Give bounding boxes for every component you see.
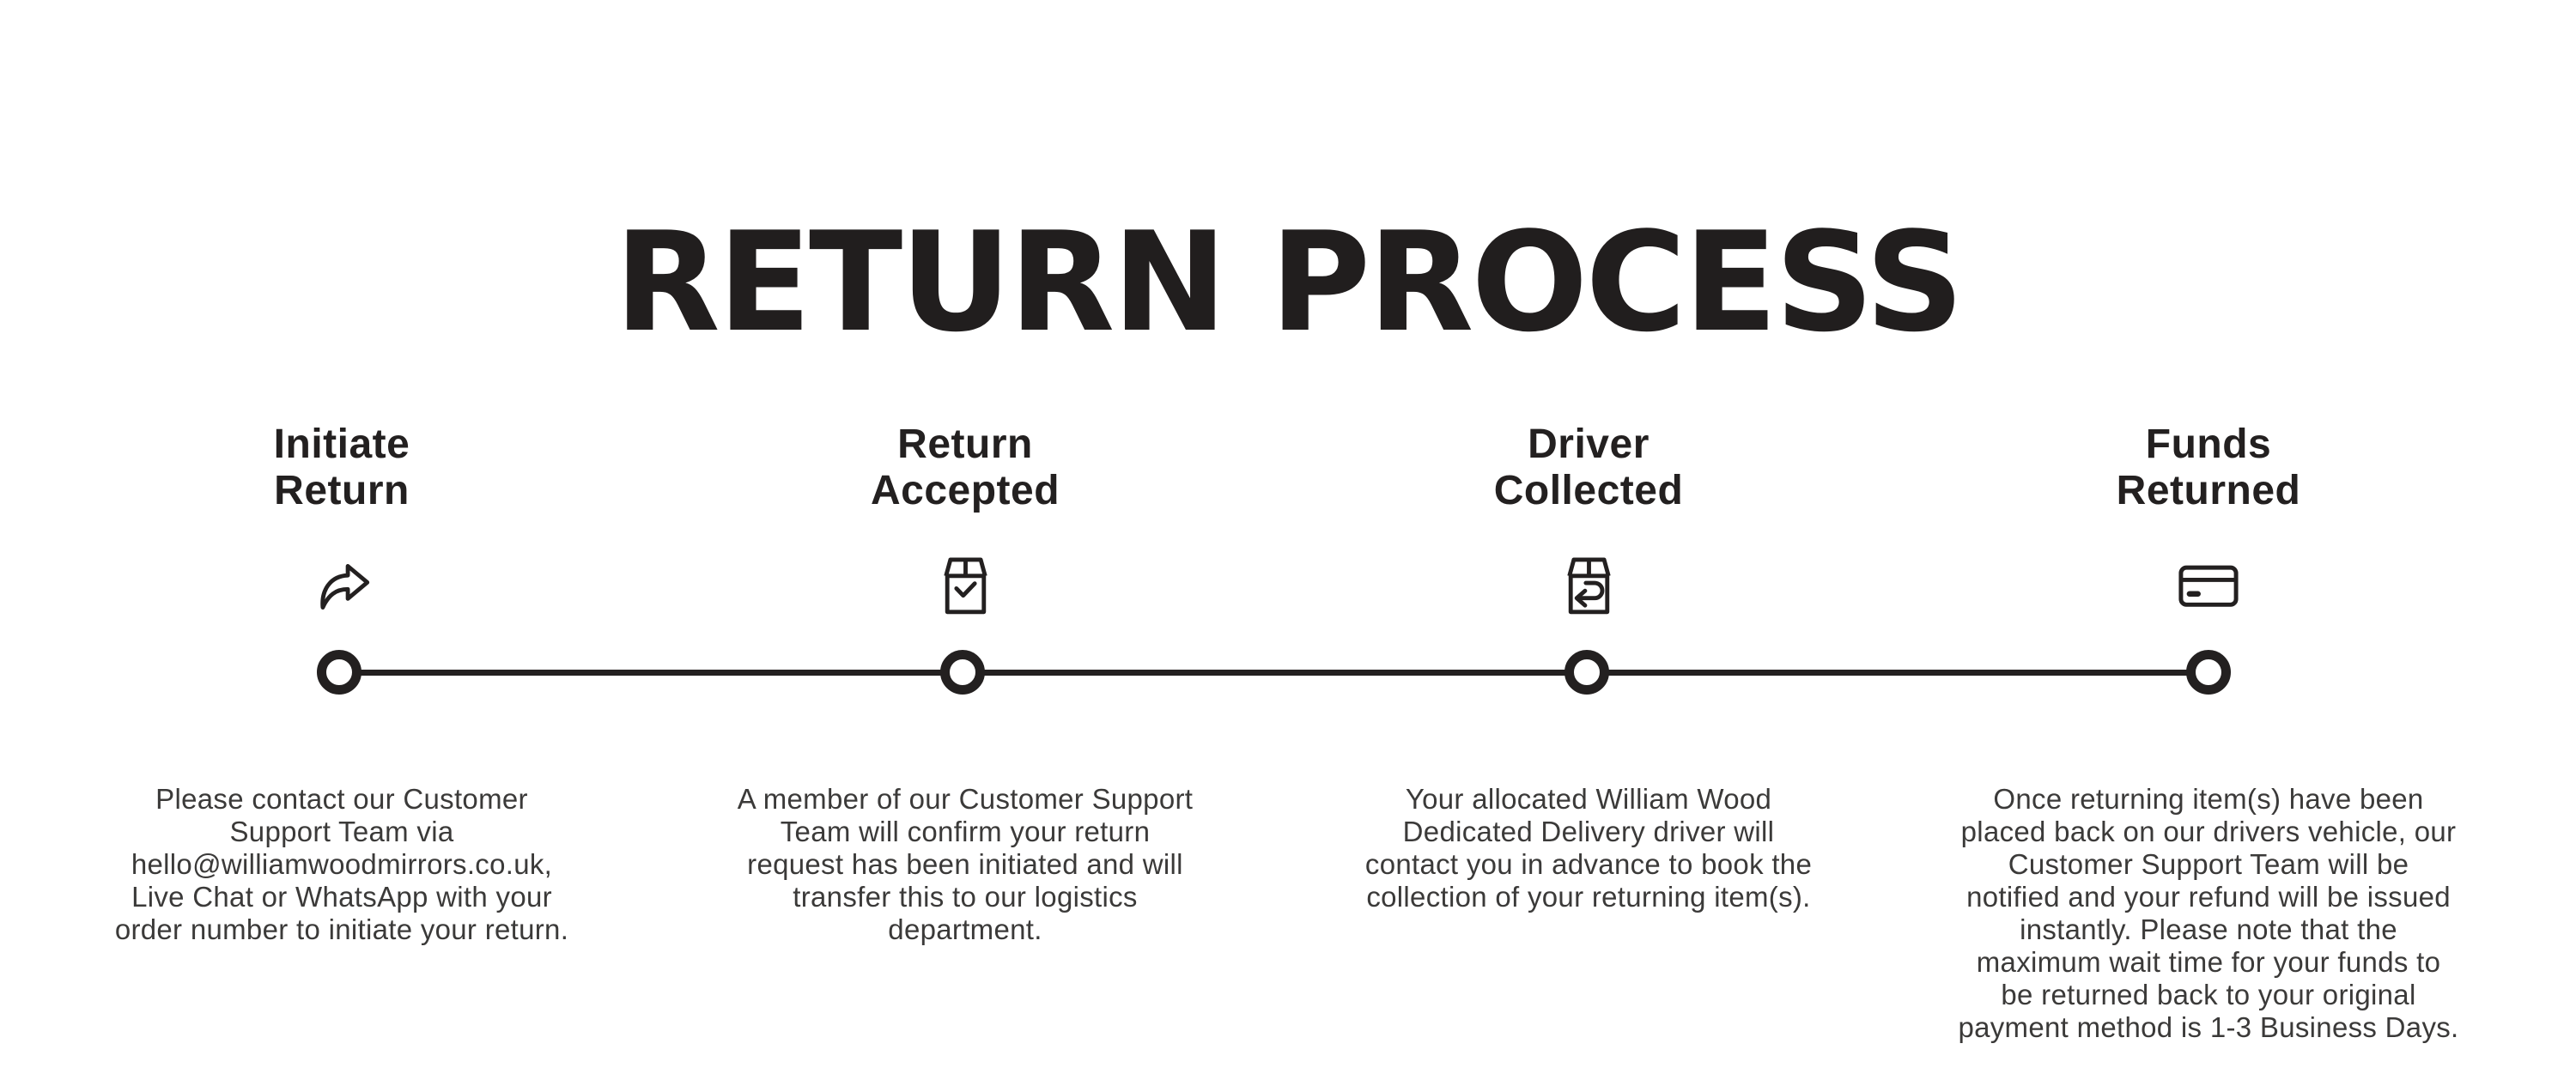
step-description: Once returning item(s) have been placed … bbox=[1958, 783, 2459, 1043]
step-title: Driver Collected bbox=[1493, 421, 1684, 513]
step-initiate-return: Initiate Return Please contact our Custo… bbox=[50, 0, 634, 1074]
step-icon-wrap bbox=[1297, 553, 1880, 620]
step-icon-wrap bbox=[1917, 553, 2500, 620]
step-description: A member of our Customer Support Team wi… bbox=[737, 783, 1194, 945]
step-icon-wrap bbox=[50, 553, 634, 620]
timeline-node bbox=[2186, 650, 2231, 695]
credit-card-icon bbox=[2178, 565, 2239, 607]
step-title: Initiate Return bbox=[273, 421, 410, 513]
timeline-node bbox=[1564, 650, 1609, 695]
step-description: Please contact our Customer Support Team… bbox=[114, 783, 569, 945]
timeline-line bbox=[339, 670, 2208, 676]
step-funds-returned: Funds Returned Once returning item(s) ha… bbox=[1917, 0, 2500, 1074]
box-return-arrow-icon bbox=[1566, 557, 1611, 615]
step-title: Funds Returned bbox=[2116, 421, 2301, 513]
step-icon-wrap bbox=[673, 553, 1257, 620]
page-title: RETURN PROCESS bbox=[614, 202, 1965, 363]
share-arrow-icon bbox=[320, 563, 370, 610]
timeline-node bbox=[940, 650, 985, 695]
step-title: Return Accepted bbox=[870, 421, 1060, 513]
timeline-node bbox=[317, 650, 361, 695]
step-description: Your allocated William Wood Dedicated De… bbox=[1364, 783, 1813, 913]
step-return-accepted: Return Accepted A member of our Customer… bbox=[673, 0, 1257, 1074]
step-driver-collected: Driver Collected Your allocated William … bbox=[1297, 0, 1880, 1074]
box-check-icon bbox=[943, 557, 987, 615]
